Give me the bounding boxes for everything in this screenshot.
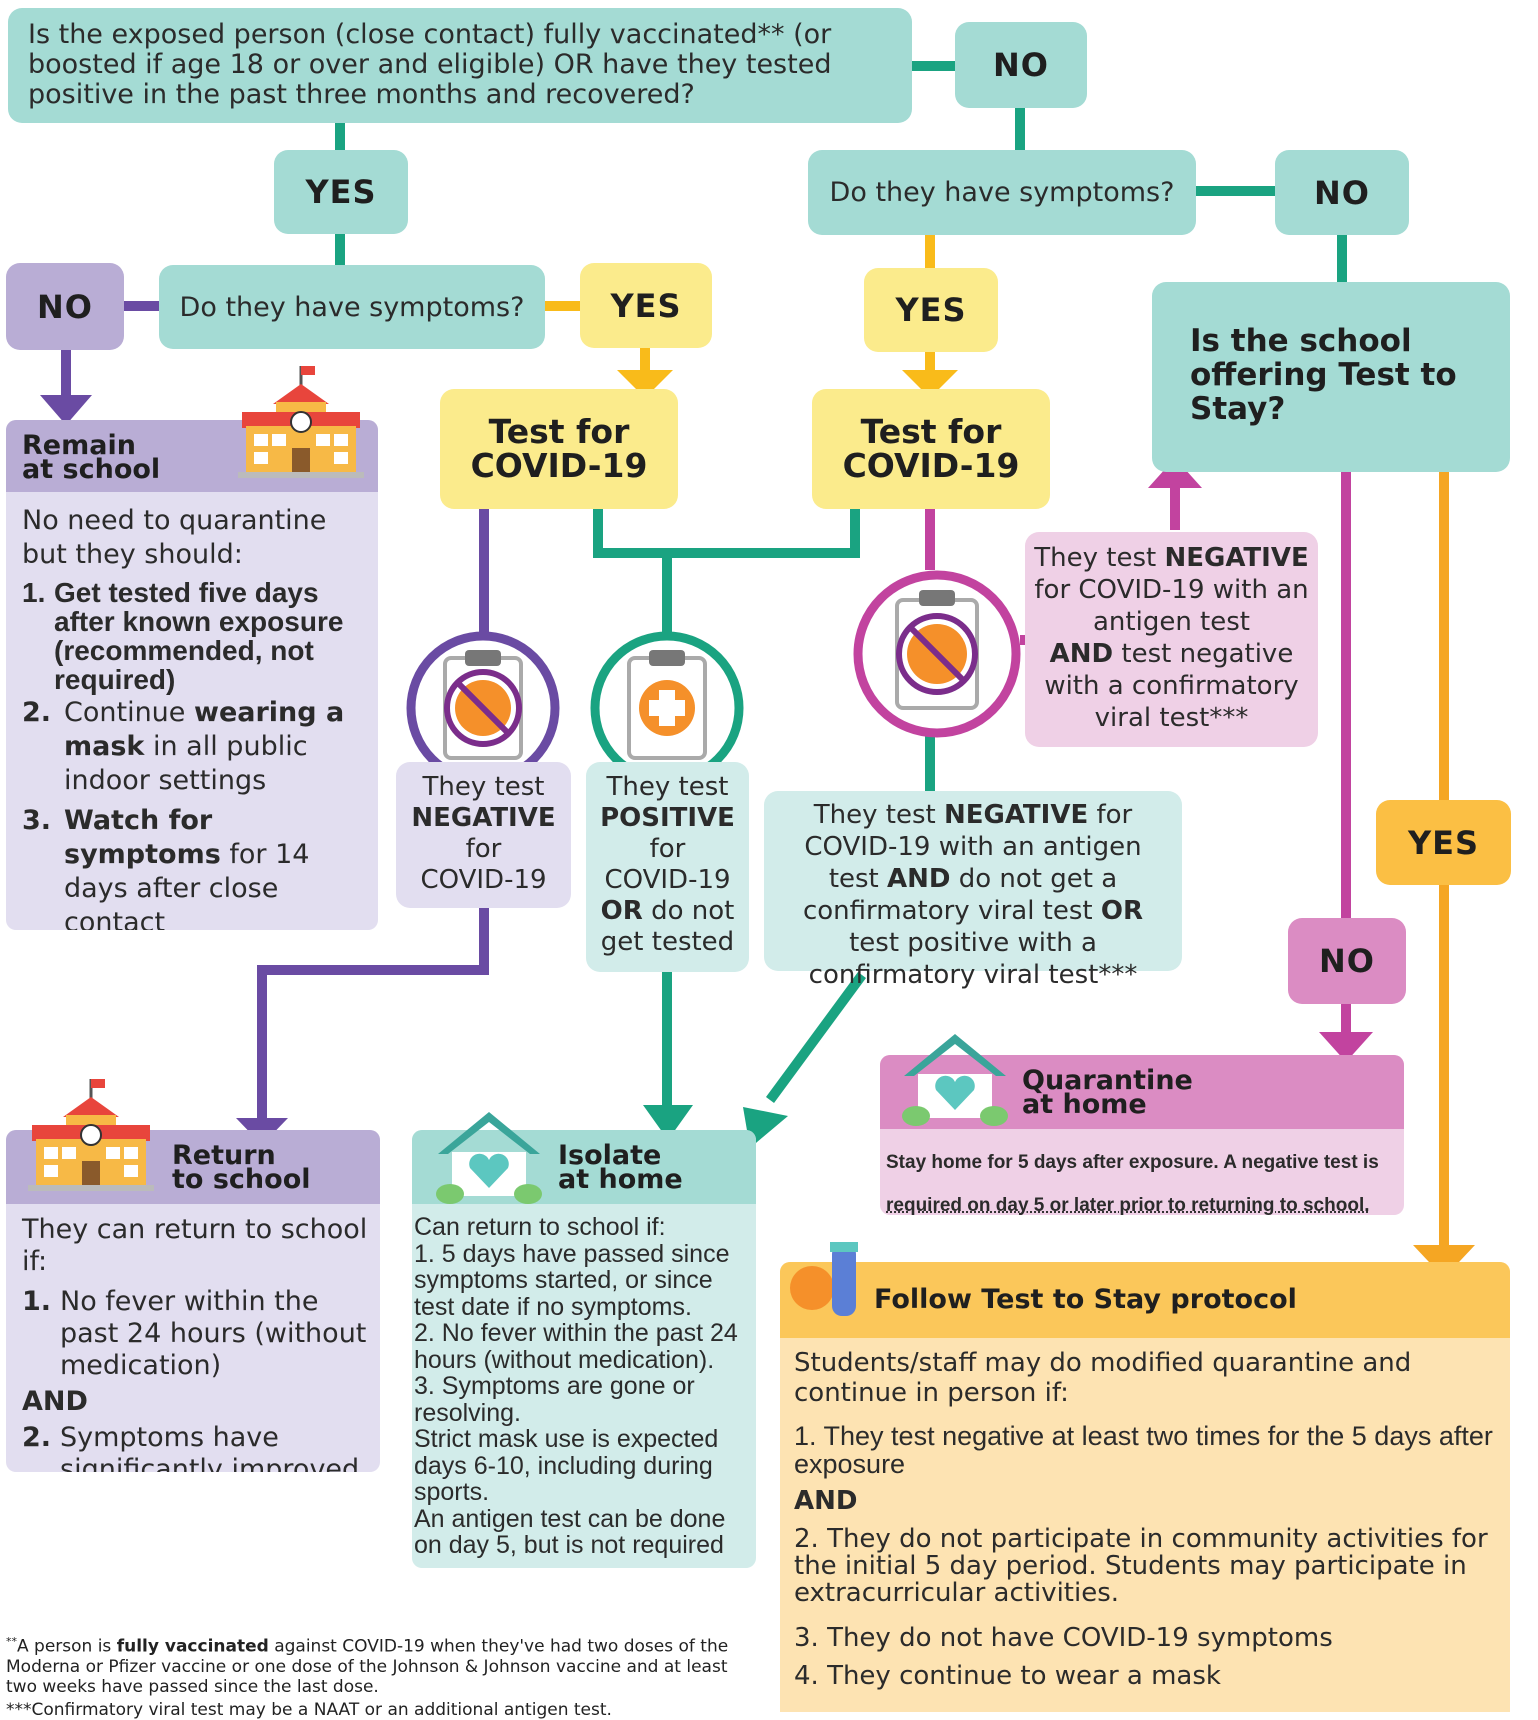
covid-text: COVID-19 bbox=[471, 449, 648, 483]
yes-symptoms-label-left: YES bbox=[580, 263, 712, 348]
isolate-line: Strict mask use is expected bbox=[414, 1426, 756, 1453]
positive-result: They test POSITIVE for COVID-19 OR do no… bbox=[586, 762, 749, 972]
label-text: YES bbox=[305, 173, 376, 211]
home-heart-icon bbox=[434, 1108, 544, 1204]
top-yes-label: YES bbox=[274, 150, 408, 234]
isolate-line: symptoms started, or since bbox=[414, 1267, 756, 1294]
negative-antigen-unconfirmed: They test NEGATIVE for COVID-19 with an … bbox=[764, 791, 1182, 971]
negative-antigen-confirmed: They test NEGATIVE for COVID-19 with an … bbox=[1025, 532, 1318, 747]
home-heart-icon-2 bbox=[900, 1030, 1010, 1126]
return-item-1: 1.No fever within the past 24 hours (wit… bbox=[22, 1286, 372, 1382]
isolate-line: 1. 5 days have passed since bbox=[414, 1241, 756, 1268]
question-text: Do they have symptoms? bbox=[830, 177, 1175, 208]
tts-item-1: 1. They test negative at least two times… bbox=[794, 1422, 1504, 1478]
test-to-stay-question: Is the school offering Test to Stay? bbox=[1190, 323, 1457, 427]
negative-result-left: They test NEGATIVE for COVID-19 bbox=[396, 762, 571, 908]
isolate-line: Can return to school if: bbox=[414, 1214, 756, 1241]
label-text: NO bbox=[37, 288, 93, 326]
quarantine-body: Stay home for 5 days after exposure. A n… bbox=[886, 1141, 1402, 1215]
test-tube-virus-icon bbox=[786, 1240, 858, 1322]
test-box-left: Test for COVID-19 bbox=[440, 389, 678, 509]
top-no-label: NO bbox=[955, 22, 1087, 108]
yes-symptoms-label-right: YES bbox=[864, 268, 998, 352]
isolate-line: days 6-10, including during bbox=[414, 1453, 756, 1480]
test-for-text: Test for bbox=[489, 415, 630, 449]
no-symptoms-label-left: NO bbox=[6, 263, 124, 350]
remain-item-2: 2. Continue wearing a mask in all public… bbox=[22, 696, 372, 798]
isolate-body: Can return to school if:1. 5 days have p… bbox=[414, 1214, 756, 1559]
label-text: YES bbox=[610, 287, 681, 325]
isolate-line: 2. No fever within the past 24 bbox=[414, 1320, 756, 1347]
question-text: Do they have symptoms? bbox=[180, 292, 525, 323]
symptoms-question-left: Do they have symptoms? bbox=[159, 265, 545, 349]
return-item-2: 2.Symptoms have significantly improved bbox=[22, 1422, 372, 1472]
footnote-vaccinated: **A person is fully vaccinated against C… bbox=[6, 1632, 746, 1697]
remain-intro: No need to quarantine but they should: bbox=[22, 504, 372, 572]
label-text: YES bbox=[895, 291, 966, 329]
tts-no-label: NO bbox=[1288, 918, 1406, 1004]
tts-yes-label: YES bbox=[1376, 800, 1511, 885]
label-text: NO bbox=[1314, 174, 1370, 212]
isolate-line: resolving. bbox=[414, 1400, 756, 1427]
symptoms-question-right: Do they have symptoms? bbox=[808, 150, 1196, 235]
tts-intro: Students/staff may do modified quarantin… bbox=[794, 1348, 1504, 1408]
school-icon bbox=[238, 362, 364, 480]
isolate-line: sports. bbox=[414, 1479, 756, 1506]
tts-title: Follow Test to Stay protocol bbox=[874, 1288, 1297, 1312]
tts-item-2: 2. They do not participate in community … bbox=[794, 1526, 1504, 1607]
tts-and: AND bbox=[794, 1486, 1504, 1516]
quarantine-line-1: Stay home for 5 days after exposure. A n… bbox=[886, 1141, 1402, 1184]
test-box-right: Test for COVID-19 bbox=[812, 389, 1050, 509]
remain-item-3: 3. Watch for symptoms for 14 days after … bbox=[22, 804, 372, 930]
label-text: NO bbox=[993, 46, 1049, 84]
covid-text: COVID-19 bbox=[843, 449, 1020, 483]
footnote-confirmatory: ***Confirmatory viral test may be a NAAT… bbox=[6, 1700, 746, 1720]
isolate-line: hours (without medication). bbox=[414, 1347, 756, 1374]
quarantine-line-2: required on day 5 or later prior to retu… bbox=[886, 1184, 1402, 1215]
return-and: AND bbox=[22, 1386, 372, 1418]
vaccination-question-box: Is the exposed person (close contact) fu… bbox=[8, 8, 912, 123]
no-symptoms-label-right: NO bbox=[1275, 150, 1409, 235]
tts-body: Students/staff may do modified quarantin… bbox=[794, 1348, 1504, 1691]
school-icon-2 bbox=[28, 1075, 154, 1193]
vaccination-question: Is the exposed person (close contact) fu… bbox=[28, 19, 831, 110]
label-text: YES bbox=[1408, 824, 1479, 862]
test-to-stay-question-box: Is the school offering Test to Stay? bbox=[1152, 282, 1510, 472]
return-intro: They can return to school if: bbox=[22, 1214, 372, 1278]
isolate-line: on day 5, but is not required bbox=[414, 1532, 756, 1559]
label-text: NO bbox=[1319, 942, 1375, 980]
test-to-stay-panel: Follow Test to Stay protocol Students/st… bbox=[780, 1262, 1510, 1712]
remain-item-1: 1.Get tested five days after known expos… bbox=[22, 578, 372, 694]
clipboard-negative-icon-right bbox=[851, 568, 1023, 740]
tts-item-4: 4. They continue to wear a mask bbox=[794, 1661, 1504, 1691]
tts-item-3: 3. They do not have COVID-19 symptoms bbox=[794, 1623, 1504, 1653]
isolate-line: 3. Symptoms are gone or bbox=[414, 1373, 756, 1400]
return-body: They can return to school if: 1.No fever… bbox=[22, 1214, 372, 1472]
remain-body: No need to quarantine but they should: 1… bbox=[22, 504, 372, 930]
test-for-text: Test for bbox=[861, 415, 1002, 449]
isolate-line: test date if no symptoms. bbox=[414, 1294, 756, 1321]
isolate-line: An antigen test can be done bbox=[414, 1506, 756, 1533]
